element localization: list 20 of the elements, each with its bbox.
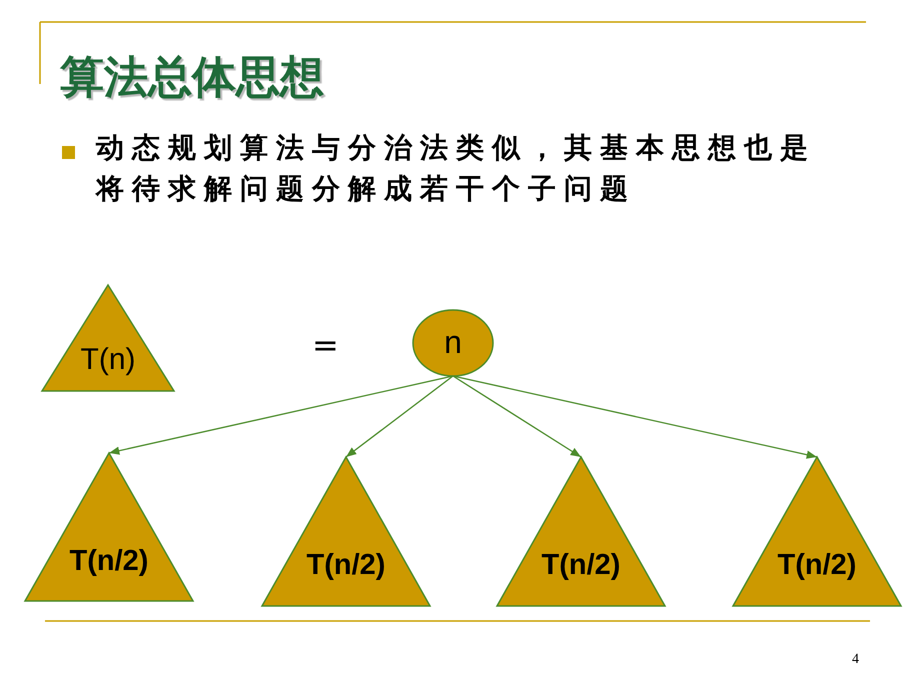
node-label: n xyxy=(443,324,463,361)
arrow xyxy=(346,375,454,458)
page-number: 4 xyxy=(852,651,860,669)
arrow xyxy=(108,375,454,455)
slide-title: 算法总体思想 xyxy=(60,51,324,105)
node-label: T(n/2) xyxy=(776,549,858,582)
ellipse-node xyxy=(413,310,493,376)
node-label: T(n) xyxy=(80,343,136,377)
bullet-text: 动态规划算法与分治法类似，其基本思想也是将待求解问题分解成若干个子问题 xyxy=(96,130,817,207)
triangle-node xyxy=(25,453,193,601)
triangle-node xyxy=(262,457,430,606)
triangle-node xyxy=(733,457,901,606)
node-label: T(n/2) xyxy=(306,549,386,582)
equals-sign: = xyxy=(312,325,340,366)
arrow xyxy=(452,375,818,459)
triangle-node xyxy=(42,285,174,391)
node-label: T(n/2) xyxy=(540,549,622,582)
triangle-node xyxy=(497,457,665,606)
arrow xyxy=(452,375,582,458)
node-label: T(n/2) xyxy=(68,545,150,578)
